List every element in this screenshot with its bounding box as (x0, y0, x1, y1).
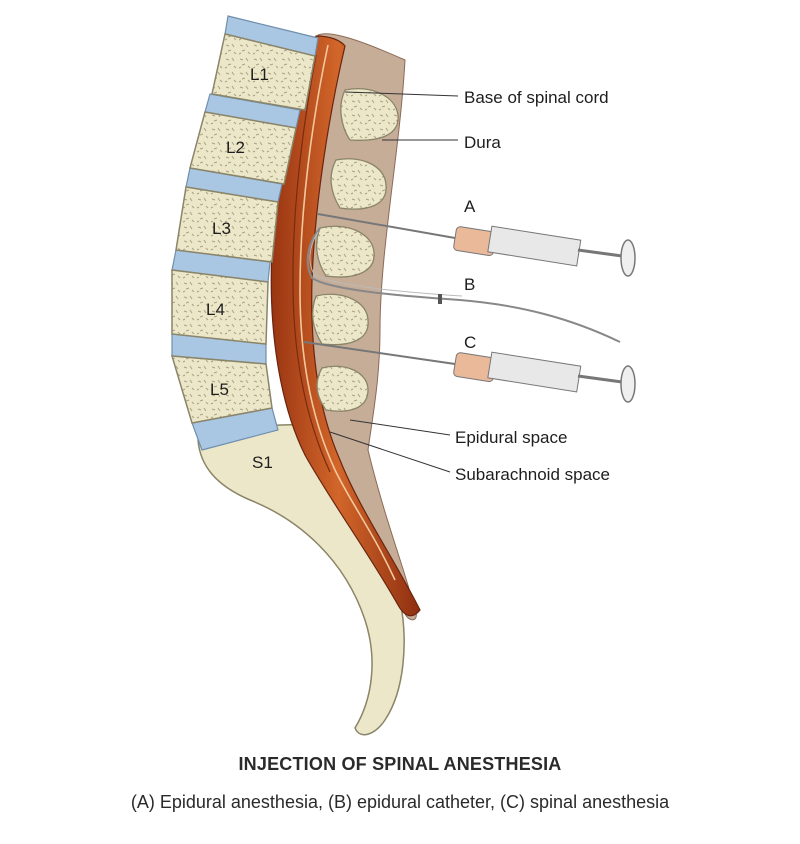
label-dura: Dura (464, 133, 501, 152)
label-l4: L4 (206, 300, 225, 319)
letter-b: B (464, 275, 475, 294)
vertebral-bodies (170, 33, 316, 424)
letter-a: A (464, 197, 476, 216)
label-l3: L3 (212, 219, 231, 238)
letter-c: C (464, 333, 476, 352)
vertebra-l3 (175, 186, 279, 263)
label-s1: S1 (252, 453, 273, 472)
cord-highlight (299, 44, 396, 581)
vertebra-l5 (170, 355, 273, 424)
label-base-of-spinal-cord: Base of spinal cord (464, 88, 609, 107)
needle-a (317, 213, 636, 277)
spinal-canal (270, 35, 421, 617)
label-subarachnoid-space: Subarachnoid space (455, 465, 610, 484)
figure-title: INJECTION OF SPINAL ANESTHESIA (238, 754, 562, 774)
needle-c (303, 341, 636, 403)
label-l1: L1 (250, 65, 269, 84)
label-epidural-space: Epidural space (455, 428, 567, 447)
vertebra-l4 (171, 269, 269, 345)
label-l2: L2 (226, 138, 245, 157)
vertebra-l2 (189, 111, 297, 185)
spinous-processes (311, 88, 399, 412)
catheter-b (306, 227, 621, 343)
label-l5: L5 (210, 380, 229, 399)
cord-inner-line (292, 54, 331, 473)
vertebra-l1 (211, 33, 316, 111)
callout-lines (329, 91, 459, 473)
figure-caption: (A) Epidural anesthesia, (B) epidural ca… (130, 792, 670, 812)
